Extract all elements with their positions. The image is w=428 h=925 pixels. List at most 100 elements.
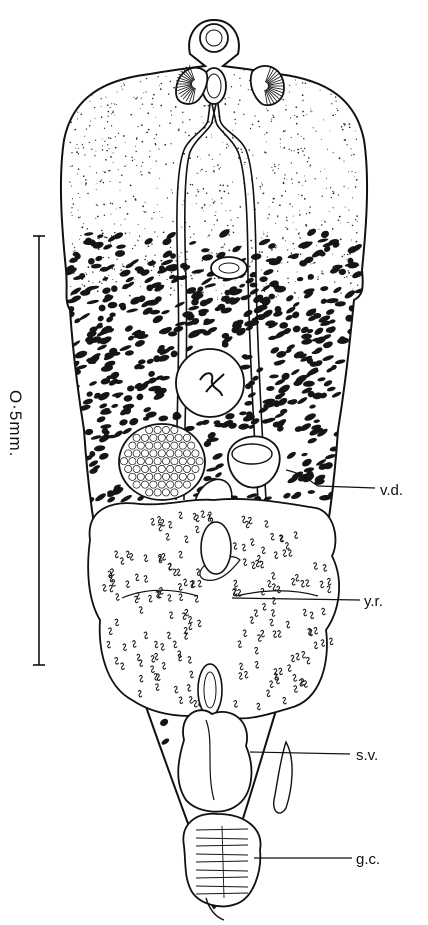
vitelline-follicle <box>308 764 319 770</box>
stipple-dot <box>351 171 352 172</box>
vitelline-follicle <box>340 614 349 623</box>
vitelline-follicle <box>343 516 352 523</box>
vitelline-follicle <box>106 770 118 778</box>
vitelline-follicle <box>114 759 126 765</box>
stipple-dot <box>165 76 166 77</box>
stipple-dot <box>347 222 348 223</box>
stipple-dot <box>153 266 155 268</box>
stipple-dot <box>275 296 276 297</box>
vitelline-follicle <box>77 547 85 553</box>
stipple-dot <box>163 231 165 233</box>
vitelline-follicle <box>328 663 340 672</box>
stipple-dot <box>271 121 272 122</box>
stipple-dot <box>188 135 190 137</box>
stipple-dot <box>338 81 339 82</box>
stipple-dot <box>349 126 351 128</box>
stipple-dot <box>71 152 72 153</box>
vitelline-follicle <box>90 775 100 784</box>
vitelline-follicle <box>110 782 121 788</box>
stipple-dot <box>234 119 235 120</box>
stipple-dot <box>244 162 246 164</box>
stipple-dot <box>181 252 182 253</box>
stipple-dot <box>343 186 344 187</box>
vitelline-follicle <box>344 632 352 639</box>
stipple-dot <box>77 112 78 113</box>
stipple-dot <box>206 192 207 193</box>
stipple-dot <box>129 295 131 297</box>
stipple-dot <box>272 202 273 203</box>
stipple-dot <box>189 119 190 120</box>
stipple-dot <box>133 196 134 197</box>
stipple-dot <box>118 70 120 72</box>
stipple-dot <box>215 211 216 212</box>
stipple-dot <box>320 171 321 172</box>
stipple-dot <box>214 224 215 225</box>
vitelline-follicle <box>309 736 322 747</box>
stipple-dot <box>204 204 206 206</box>
stipple-dot <box>356 215 358 217</box>
stipple-dot <box>156 160 157 161</box>
stipple-dot <box>217 297 218 298</box>
vitelline-follicle <box>343 626 353 632</box>
stipple-dot <box>282 238 284 240</box>
stipple-dot <box>159 275 160 276</box>
stipple-dot <box>136 137 138 139</box>
stipple-dot <box>91 71 92 72</box>
vitelline-follicle <box>353 651 362 659</box>
vitelline-follicle <box>304 735 318 742</box>
vitelline-follicle <box>89 731 101 739</box>
stipple-dot <box>334 281 335 282</box>
stipple-dot <box>87 193 88 194</box>
stipple-dot <box>109 108 110 109</box>
stipple-dot <box>355 130 356 131</box>
stipple-dot <box>169 123 171 125</box>
stipple-dot <box>197 173 198 174</box>
stipple-dot <box>141 98 142 99</box>
vitelline-follicle <box>336 521 348 531</box>
vitelline-follicle <box>347 776 356 784</box>
stipple-dot <box>251 247 252 248</box>
stipple-dot <box>302 94 304 96</box>
stipple-dot <box>97 290 99 292</box>
stipple-dot <box>224 243 225 244</box>
stipple-dot <box>326 188 327 189</box>
stipple-dot <box>211 137 212 138</box>
stipple-dot <box>181 227 182 228</box>
stipple-dot <box>97 216 99 218</box>
stipple-dot <box>292 206 293 207</box>
stipple-dot <box>261 183 262 184</box>
stipple-dot <box>285 130 286 131</box>
vitelline-follicle <box>304 765 313 772</box>
stipple-dot <box>288 149 289 150</box>
stipple-dot <box>308 157 310 159</box>
stipple-dot <box>272 115 273 116</box>
stipple-dot <box>75 86 76 87</box>
stipple-dot <box>246 158 247 159</box>
stipple-dot <box>186 259 187 260</box>
stipple-dot <box>141 166 142 167</box>
stipple-dot <box>271 118 272 119</box>
vitelline-follicle <box>317 754 325 762</box>
stipple-dot <box>212 159 213 160</box>
stipple-dot <box>285 240 286 241</box>
stipple-dot <box>86 185 87 186</box>
stipple-dot <box>226 147 227 148</box>
stipple-dot <box>250 240 252 242</box>
stipple-dot <box>104 128 105 129</box>
vitelline-follicle <box>345 431 352 436</box>
stipple-dot <box>283 147 285 149</box>
stipple-dot <box>80 235 81 236</box>
stipple-dot <box>105 159 107 161</box>
stipple-dot <box>196 195 197 196</box>
stipple-dot <box>200 170 201 171</box>
stipple-dot <box>265 152 266 153</box>
stipple-dot <box>109 170 110 171</box>
stipple-dot <box>221 197 223 199</box>
stipple-dot <box>356 232 357 233</box>
stipple-dot <box>250 128 251 129</box>
stipple-dot <box>222 185 224 187</box>
stipple-dot <box>119 207 120 208</box>
vitelline-follicle <box>111 716 122 723</box>
stipple-dot <box>348 270 349 271</box>
stipple-dot <box>175 106 177 108</box>
